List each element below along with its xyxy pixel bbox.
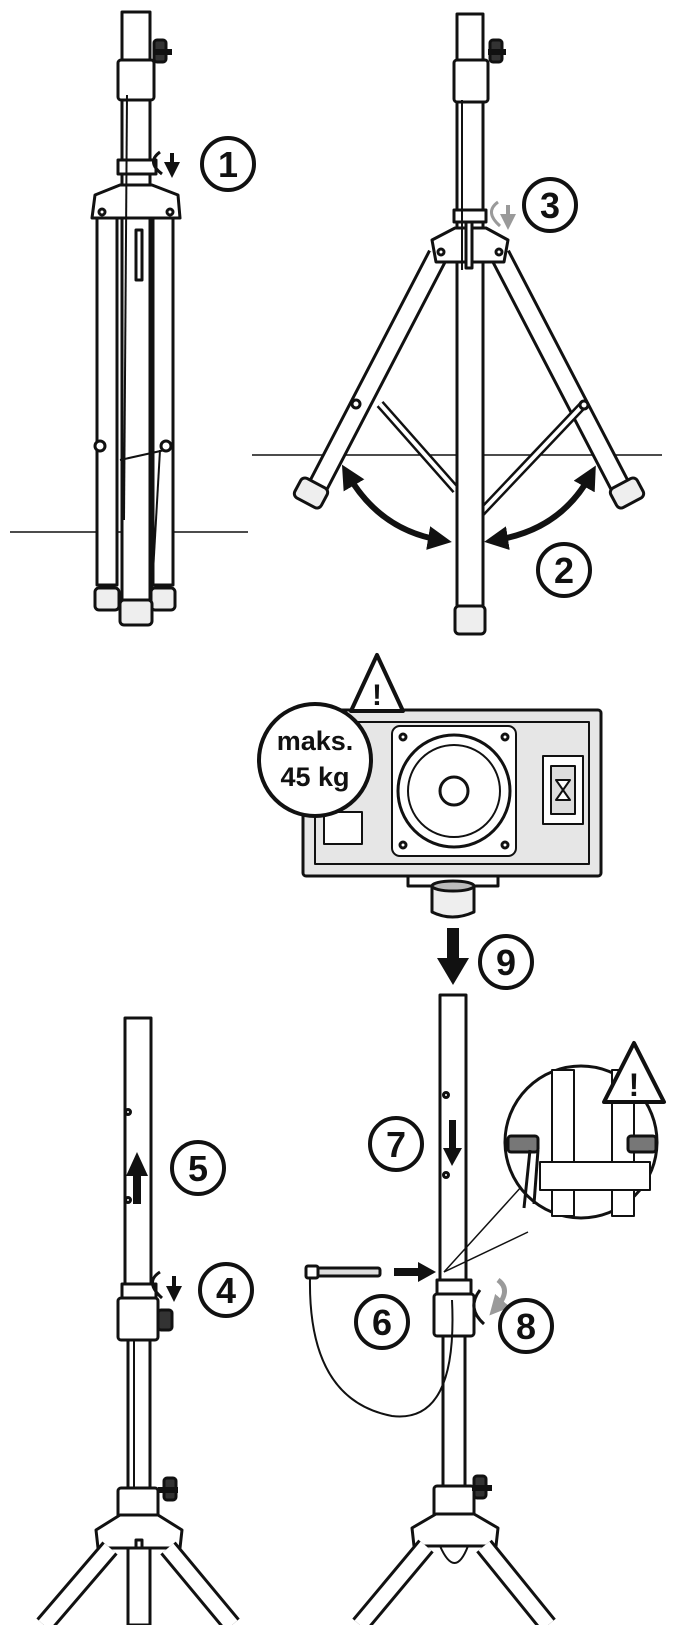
step-number-4: 4 xyxy=(216,1270,236,1311)
step-number-9: 9 xyxy=(496,942,516,983)
step-badge-6 xyxy=(354,1294,410,1350)
step-badge-7 xyxy=(368,1116,424,1172)
warning-triangle-icon-detail xyxy=(602,1041,666,1104)
max-load-label: maks. xyxy=(277,726,354,756)
step-number-3: 3 xyxy=(540,185,560,226)
warning-exclamation: ! xyxy=(372,679,382,712)
step-number-5: 5 xyxy=(188,1148,208,1189)
step-badge-2 xyxy=(536,542,592,598)
unfolded-stand xyxy=(252,12,662,636)
step-badge-3 xyxy=(522,177,578,233)
step-number-8: 8 xyxy=(516,1306,536,1347)
step-number-7: 7 xyxy=(386,1124,406,1165)
step-badge-1 xyxy=(200,136,256,192)
speaker-unit xyxy=(301,708,603,919)
step-badge-8 xyxy=(498,1298,554,1354)
step-number-6: 6 xyxy=(372,1302,392,1343)
folded-stand xyxy=(10,10,248,627)
max-load-value: 45 kg xyxy=(280,762,349,792)
step-badge-9 xyxy=(478,934,534,990)
warning-triangle-icon xyxy=(349,653,405,713)
step-number-2: 2 xyxy=(554,550,574,591)
step-badge-5 xyxy=(170,1140,226,1196)
warning-exclamation-detail: ! xyxy=(629,1067,640,1103)
step-number-1: 1 xyxy=(218,144,238,185)
insert-arrow xyxy=(437,928,469,985)
insert-pin-stand xyxy=(304,993,556,1630)
extend-tube-stand xyxy=(36,1016,240,1630)
step-badge-4 xyxy=(198,1262,254,1318)
max-load-badge xyxy=(257,702,373,818)
